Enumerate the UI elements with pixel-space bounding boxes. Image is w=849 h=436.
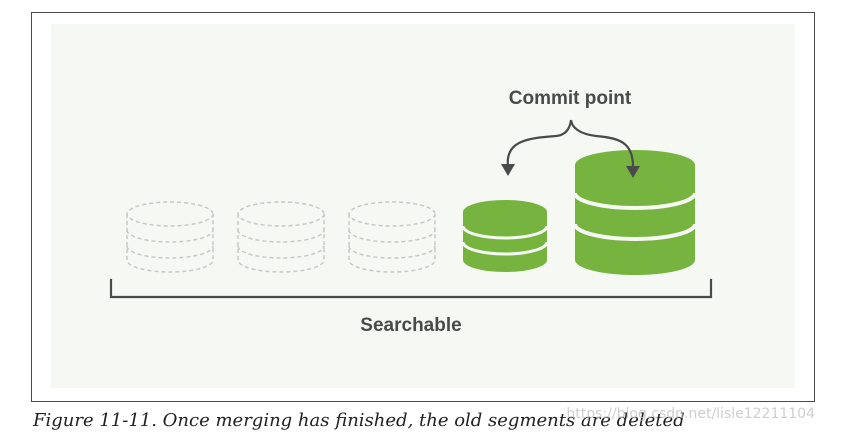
arrow-head-left [501,164,515,176]
deleted-segment-2 [237,201,325,273]
figure-caption: Figure 11-11. Once merging has finished,… [33,410,685,431]
deleted-segment-1 [126,201,214,273]
deleted-segment-3 [348,201,436,273]
watermark: https://blog.csdn.net/lisle12211104 [566,406,815,422]
commit-point-arrows [506,119,635,171]
commit-point-label: Commit point [509,88,632,109]
small-segment [461,200,549,272]
searchable-label: Searchable [360,315,461,336]
merged-segment [573,150,697,275]
searchable-bracket [109,279,713,299]
arrow-head-right [626,166,640,178]
